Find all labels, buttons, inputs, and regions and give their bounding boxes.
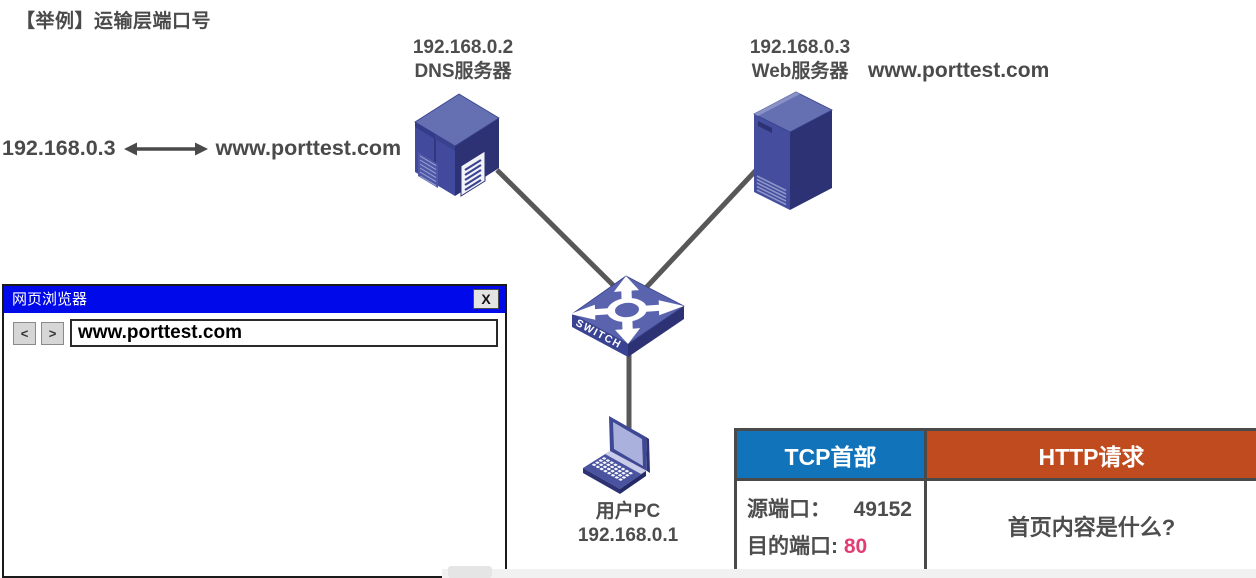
dns-mapping-ip: 192.168.0.3 [2, 136, 116, 160]
dest-port-label: 目的端口: [747, 534, 838, 558]
address-bar[interactable]: www.porttest.com [70, 319, 498, 347]
dns-server-icon [414, 93, 500, 197]
slide-title: 【举例】运输层端口号 [16, 11, 212, 32]
browser-title: 网页浏览器 [12, 291, 88, 308]
tcp-header-cell: TCP首部 [737, 431, 927, 481]
dns-server-name: DNS服务器 [414, 61, 512, 82]
web-server-ip: 192.168.0.3 [749, 37, 851, 58]
source-port-row: 源端口： 49152 [747, 493, 914, 523]
user-pc-ip: 192.168.0.1 [577, 525, 679, 546]
source-port-label: 源端口： [747, 497, 831, 521]
forward-button[interactable]: > [41, 322, 64, 345]
switch-icon: SWITCH [570, 275, 685, 357]
packet-table: TCP首部 HTTP请求 源端口： 49152 目的端口: 80 首页内容是什么… [734, 428, 1256, 574]
browser-titlebar[interactable]: 网页浏览器 X [4, 286, 505, 313]
dns-mapping: 192.168.0.3 www.porttest.com [2, 136, 401, 161]
web-server-name: Web服务器 [751, 61, 849, 82]
http-request-cell: HTTP请求 [927, 431, 1256, 481]
web-server-domain: www.porttest.com [868, 59, 1050, 82]
source-port-value: 49152 [853, 497, 912, 521]
dns-mapping-domain: www.porttest.com [215, 136, 402, 160]
browser-window: 网页浏览器 X < > www.porttest.com [2, 284, 507, 578]
dns-server-ip: 192.168.0.2 [412, 37, 514, 58]
back-button[interactable]: < [13, 322, 36, 345]
bottom-strip-handle [448, 566, 492, 578]
http-body-cell: 首页内容是什么? [927, 481, 1256, 571]
dns-server-label: 192.168.0.2 DNS服务器 [353, 36, 573, 84]
bottom-strip [442, 569, 1256, 578]
web-server-icon [753, 91, 833, 210]
browser-toolbar: < > www.porttest.com [4, 313, 505, 353]
dest-port-value: 80 [843, 534, 868, 558]
user-pc-name: 用户PC [595, 501, 661, 522]
web-server-label: 192.168.0.3 Web服务器 [690, 36, 910, 84]
user-pc-label: 用户PC 192.168.0.1 [518, 500, 738, 548]
dest-port-row: 目的端口: 80 [747, 530, 914, 560]
tcp-ports-cell: 源端口： 49152 目的端口: 80 [737, 481, 927, 571]
double-arrow-icon [123, 142, 208, 155]
close-button[interactable]: X [473, 289, 499, 309]
user-pc-icon [583, 416, 650, 494]
